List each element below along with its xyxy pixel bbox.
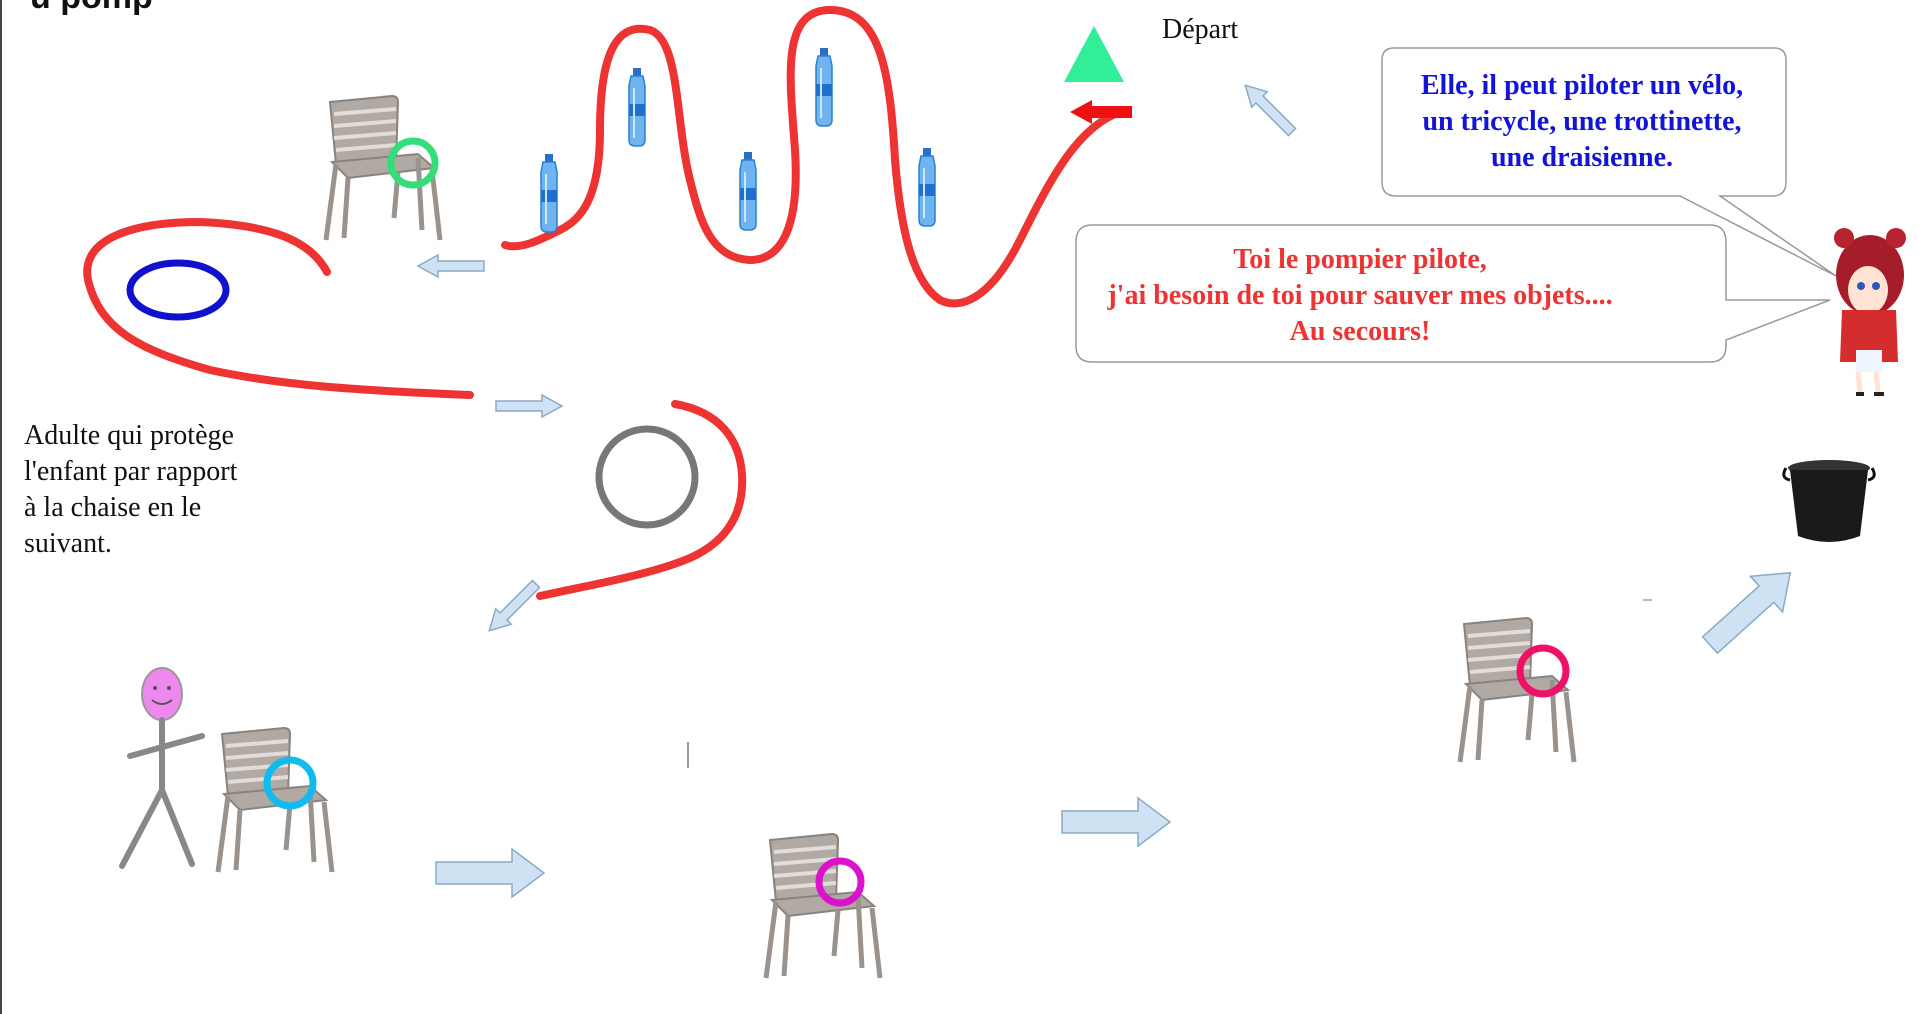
bubble-blue-line: une draisienne. bbox=[1490, 142, 1674, 173]
bucket-icon bbox=[1782, 460, 1876, 542]
water-bottle-icon bbox=[815, 47, 833, 127]
ring-green bbox=[387, 137, 439, 189]
adult-note: Adulte qui protège l'enfant par rapport … bbox=[24, 420, 238, 559]
bubble-red-text: Toi le pompier pilote, j'ai besoin de to… bbox=[1080, 242, 1640, 350]
course-path bbox=[83, 5, 1132, 600]
stick-figure-icon bbox=[119, 667, 205, 869]
water-bottle-icon bbox=[628, 67, 646, 147]
ring-magenta bbox=[815, 857, 865, 907]
bubble-blue-line: un tricycle, une trottinette, bbox=[1422, 106, 1742, 137]
ring-crimson bbox=[1516, 644, 1570, 698]
ring-blue-ellipse bbox=[126, 259, 230, 321]
chair-icon bbox=[766, 834, 880, 978]
arrow-icon bbox=[495, 394, 563, 418]
water-bottle-icon bbox=[918, 147, 936, 227]
ring-grey bbox=[595, 425, 699, 529]
speech-bubble-red bbox=[1075, 224, 1831, 363]
cut-off-title: u pomp bbox=[30, 0, 153, 17]
bubble-blue-line: Elle, il peut piloter un vélo, bbox=[1420, 70, 1744, 101]
bubble-red-line: Au secours! bbox=[1289, 316, 1431, 347]
water-bottle-icon bbox=[540, 153, 558, 233]
arrow-icon bbox=[435, 848, 545, 898]
character-icon bbox=[1834, 228, 1906, 396]
start-triangle-icon bbox=[1064, 26, 1124, 82]
speech-bubble-blue bbox=[1381, 47, 1837, 277]
bubble-red-line: j'ai besoin de toi pour sauver mes objet… bbox=[1107, 280, 1613, 311]
arrow-icon bbox=[480, 575, 545, 640]
chair-icon bbox=[326, 96, 440, 240]
water-bottle-icon bbox=[739, 151, 757, 231]
ring-cyan bbox=[263, 756, 317, 810]
arrow-icon bbox=[1236, 76, 1301, 141]
bubble-red-line: Toi le pompier pilote, bbox=[1233, 244, 1487, 275]
arrow-icon bbox=[1693, 554, 1808, 664]
start-label: Départ bbox=[1162, 14, 1238, 45]
bubble-blue-text: Elle, il peut piloter un vélo, un tricyc… bbox=[1382, 68, 1782, 176]
arrow-icon bbox=[1061, 797, 1171, 847]
arrow-icon bbox=[417, 254, 485, 278]
start-arrow-icon bbox=[1070, 100, 1132, 124]
